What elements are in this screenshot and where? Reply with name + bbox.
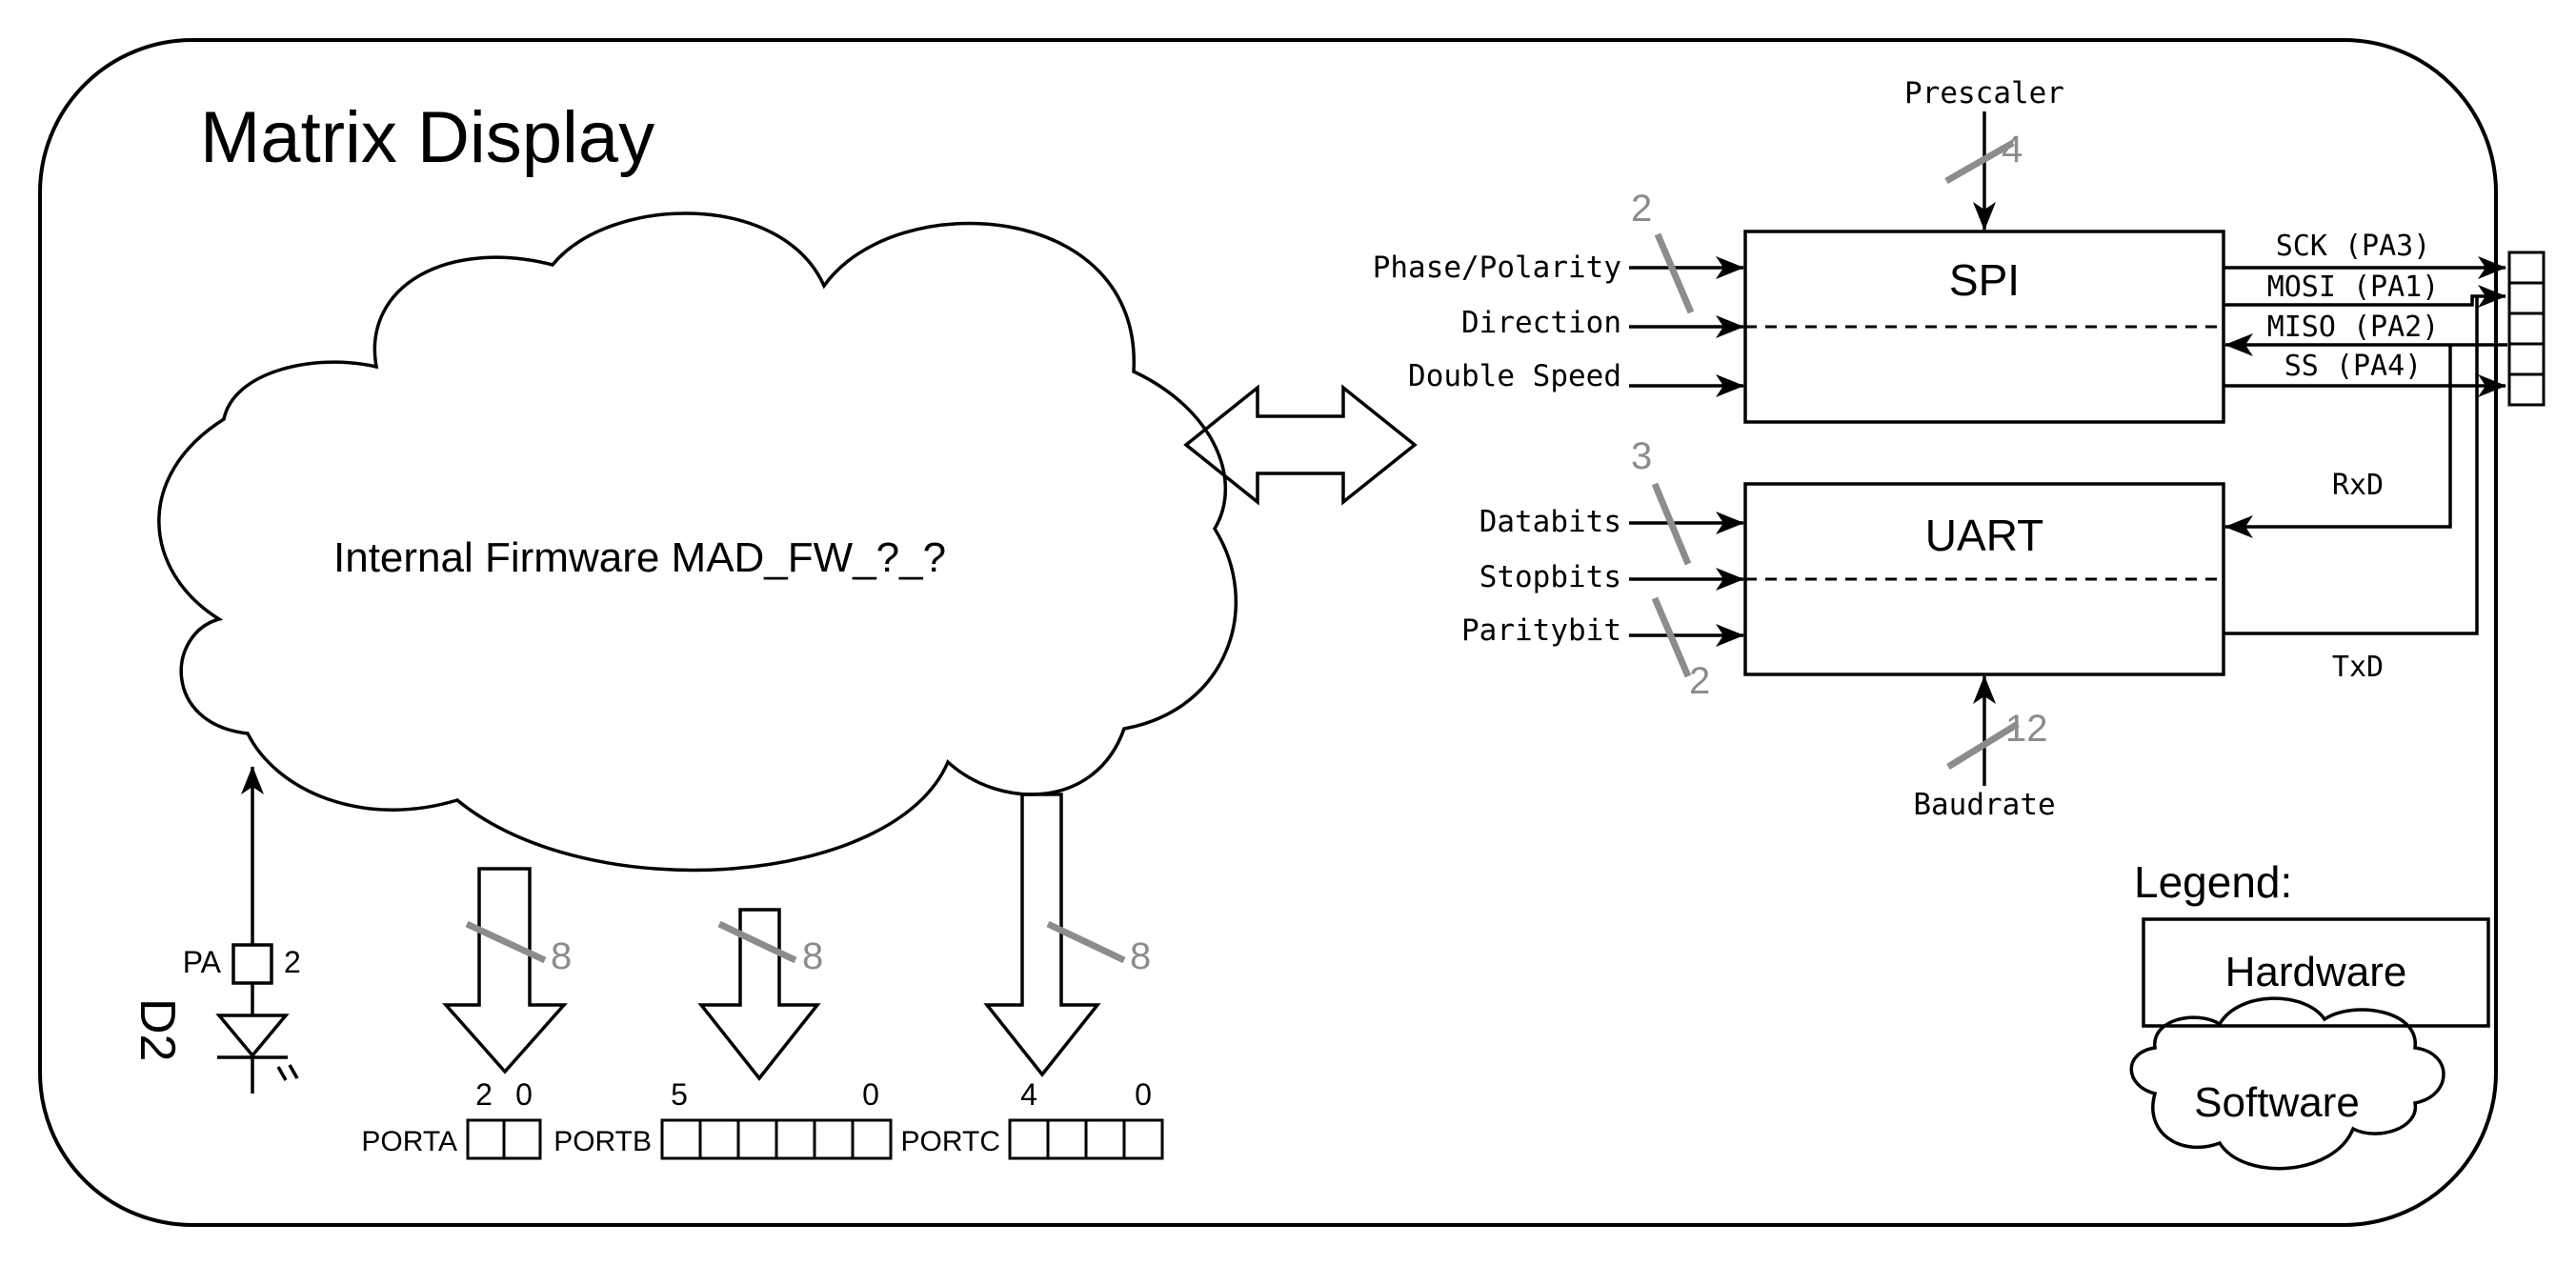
portc-bus-arrow: [983, 793, 1101, 1077]
spi-label: SPI: [1949, 255, 2020, 305]
led-port-label: PA: [183, 945, 222, 979]
portb-label: PORTB: [553, 1126, 652, 1157]
mosi-arrow: [2224, 285, 2506, 308]
led-pin-number: 2: [284, 945, 301, 979]
spi-input-direction: Direction: [1461, 306, 1621, 340]
porta-hi-bit: 2: [475, 1077, 493, 1112]
paritybit-bus-slash: [1651, 596, 1692, 678]
uart-label: UART: [1925, 511, 2043, 560]
portc-label: PORTC: [901, 1126, 1000, 1157]
legend-hardware-label: Hardware: [2225, 949, 2407, 995]
portc-bus-width: 8: [1130, 935, 1151, 977]
baudrate-bus-slash: [1946, 721, 2020, 770]
porta-bit-cells: [466, 1118, 542, 1160]
txd-line: [2224, 296, 2479, 635]
porta-bus-width: 8: [551, 935, 572, 977]
databits-bus-slash: [1651, 482, 1692, 566]
phase-polarity-width: 2: [1631, 188, 1652, 230]
portb-bus-slash: [717, 920, 797, 964]
baudrate-label: Baudrate: [1913, 788, 2055, 822]
spi-input-phase-polarity: Phase/Polarity: [1373, 251, 1621, 285]
legend-software-cloud: [2129, 996, 2445, 1171]
legend-software-label: Software: [2194, 1079, 2360, 1126]
rxd-line: [2224, 345, 2452, 538]
legend-title: Legend:: [2134, 857, 2292, 907]
legend-hardware-box: [2142, 917, 2490, 1028]
led-emission-icon: [288, 1064, 299, 1079]
txd-label: TxD: [2332, 651, 2384, 684]
connector-pins: [2507, 251, 2546, 407]
rxd-label: RxD: [2332, 469, 2384, 502]
led-port-pin: [231, 943, 273, 985]
led-name: D2: [130, 998, 185, 1061]
porta-label: PORTA: [361, 1126, 457, 1157]
portc-bit-cells: [1008, 1118, 1164, 1160]
uart-input-databits: Databits: [1479, 505, 1621, 539]
spi-input-double-speed: Double Speed: [1408, 359, 1621, 393]
portb-bus-arrow: [697, 908, 821, 1081]
pin-miso-label: MISO (PA2): [2267, 311, 2440, 344]
portc-bus-slash: [1046, 920, 1126, 964]
uart-input-stopbits: Stopbits: [1479, 560, 1621, 594]
pin-ss-label: SS (PA4): [2284, 350, 2423, 383]
page-title: Matrix Display: [200, 97, 654, 178]
portb-bit-cells: [660, 1118, 893, 1160]
led-emission-icon: [276, 1066, 288, 1081]
prescaler-label: Prescaler: [1904, 76, 2064, 110]
outer-frame: [38, 38, 2498, 1227]
prescaler-bus-slash: [1944, 139, 2015, 185]
porta-lo-bit: 0: [515, 1077, 533, 1112]
uart-input-paritybit: Paritybit: [1461, 613, 1621, 648]
portb-bus-width: 8: [802, 935, 823, 977]
portc-lo-bit: 0: [1135, 1077, 1152, 1112]
portb-hi-bit: 5: [671, 1077, 688, 1112]
porta-bus-arrow: [442, 867, 568, 1074]
prescaler-width: 4: [2002, 129, 2023, 171]
led-diode-icon: [215, 1014, 290, 1094]
pin-sck-label: SCK (PA3): [2276, 230, 2431, 263]
paritybit-width: 2: [1689, 660, 1710, 702]
portc-hi-bit: 4: [1020, 1077, 1037, 1112]
pin-mosi-label: MOSI (PA1): [2267, 271, 2440, 304]
databits-width: 3: [1631, 435, 1652, 477]
firmware-cloud: [157, 211, 1238, 873]
firmware-label: Internal Firmware MAD_FW_?_?: [333, 534, 946, 581]
bidirectional-arrow: [1183, 384, 1418, 506]
baudrate-width: 12: [2005, 708, 2048, 750]
portb-lo-bit: 0: [862, 1077, 879, 1112]
phase-polarity-bus-slash: [1654, 232, 1695, 314]
porta-bus-slash: [465, 920, 547, 964]
